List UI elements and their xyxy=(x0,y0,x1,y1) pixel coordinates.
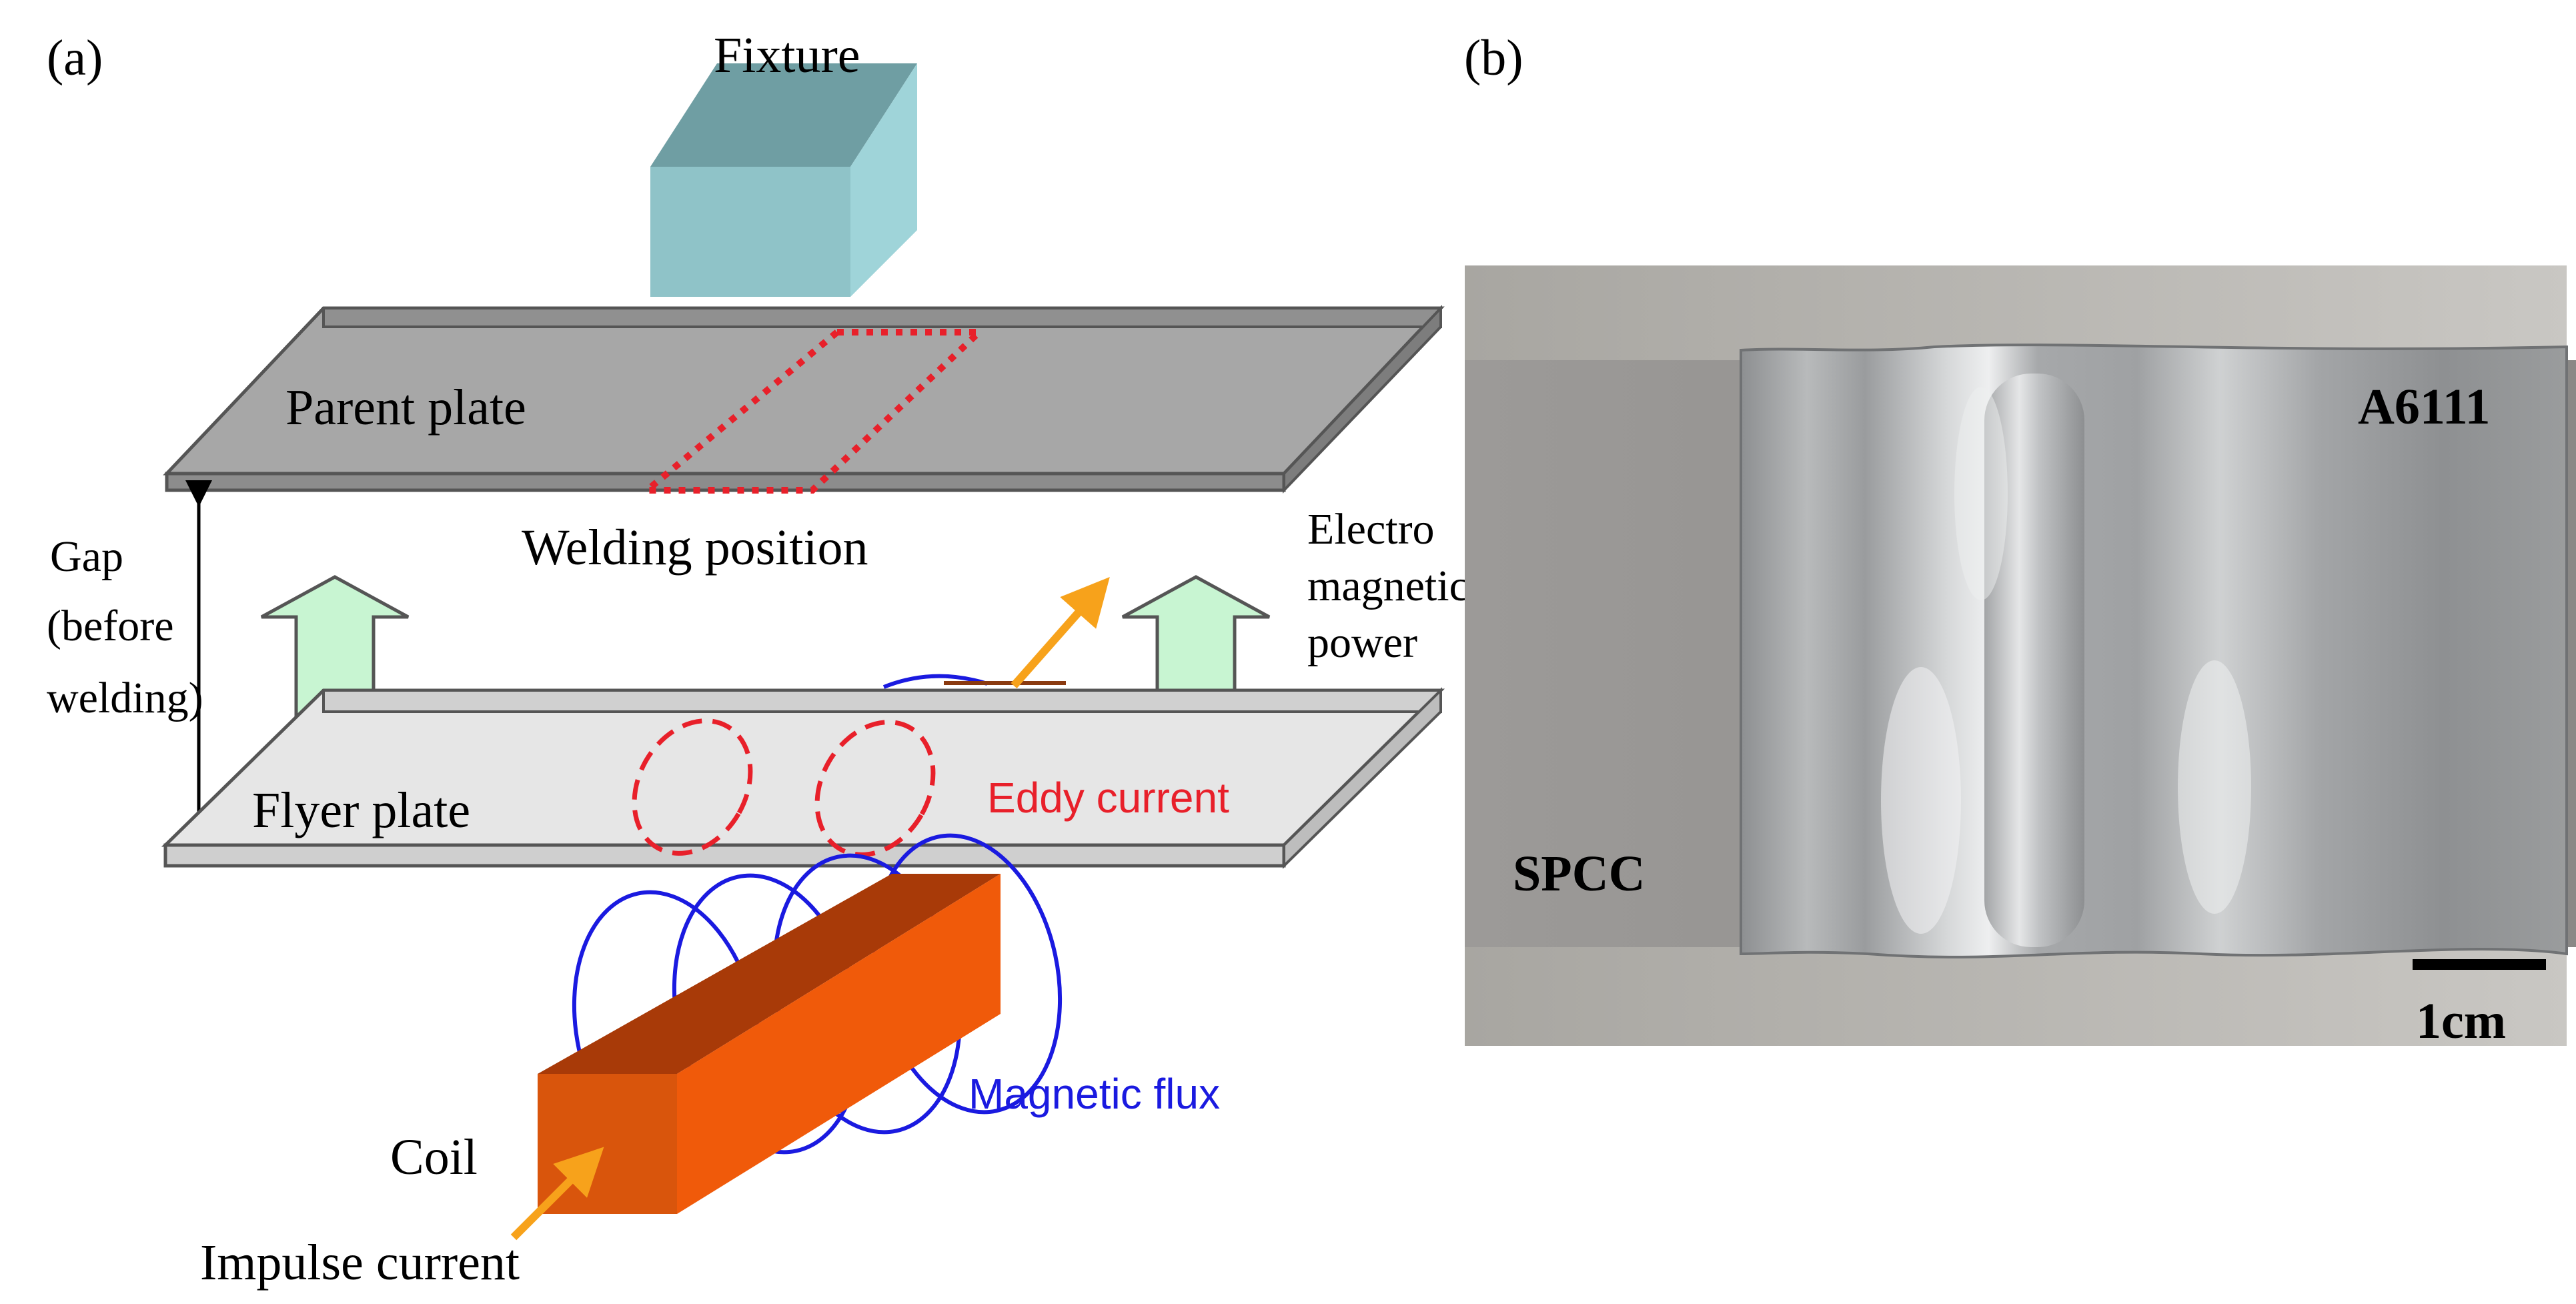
welding-position-outline xyxy=(638,329,988,494)
gap-label-line1: Gap xyxy=(50,532,123,581)
panel-a: (a) Fixture Parent plate Welding positio… xyxy=(47,27,1469,1291)
material-a6111: A6111 xyxy=(2358,379,2491,435)
impulse-current-arrow xyxy=(510,1147,604,1241)
em-power-line1: Electro xyxy=(1307,505,1435,554)
impulse-current-label: Impulse current xyxy=(200,1235,520,1291)
weld-photograph xyxy=(1465,265,2576,1046)
material-spcc: SPCC xyxy=(1513,846,1645,902)
gap-label-line2: (before xyxy=(47,602,174,650)
coil-label: Coil xyxy=(390,1129,478,1185)
coil xyxy=(538,874,1001,1214)
panel-a-label: (a) xyxy=(47,30,103,86)
flux-arc-top xyxy=(882,674,988,689)
welding-position-label: Welding position xyxy=(522,520,868,576)
flyer-plate-label: Flyer plate xyxy=(252,782,470,838)
parent-plate-label: Parent plate xyxy=(285,380,526,436)
direction-arrow xyxy=(1011,577,1110,688)
fixture-label: Fixture xyxy=(714,27,860,83)
fixture-block xyxy=(650,63,917,297)
em-power-line3: power xyxy=(1307,618,1417,667)
panel-b: (b) A6111 SPCC 1cm xyxy=(1464,30,2576,1049)
em-power-line2: magnetic xyxy=(1307,562,1469,610)
parent-plate xyxy=(163,304,1445,494)
eddy-loop-right xyxy=(814,720,936,857)
eddy-loop-left xyxy=(632,718,753,856)
eddy-current-label: Eddy current xyxy=(987,774,1229,822)
scale-bar xyxy=(2413,959,2546,970)
magnetic-flux-label: Magnetic flux xyxy=(969,1070,1220,1118)
flyer-plate xyxy=(161,687,1445,869)
scale-bar-label: 1cm xyxy=(2416,993,2506,1049)
gap-label-line3: welding) xyxy=(47,674,203,722)
panel-b-label: (b) xyxy=(1464,30,1523,86)
